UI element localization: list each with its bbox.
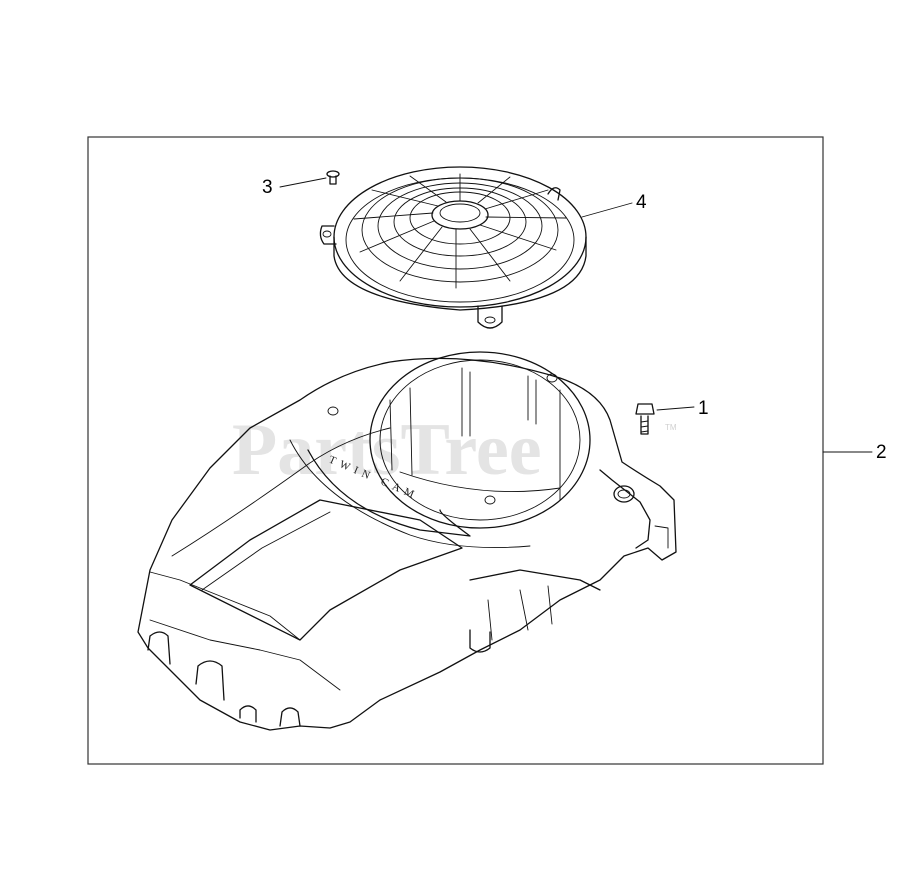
- watermark-tm: TM: [665, 423, 677, 432]
- callout-3: 3: [262, 177, 273, 198]
- callout-2: 2: [876, 442, 887, 463]
- part-1-bolt: [635, 403, 655, 435]
- leader-lines: [279, 177, 873, 453]
- part-2-blower-housing: [137, 351, 677, 731]
- part-3-screw: [326, 170, 340, 185]
- watermark: PartsTree: [232, 409, 542, 491]
- grille-ribs: [353, 173, 567, 289]
- callout-1: 1: [698, 398, 709, 419]
- diagram-frame: [87, 136, 824, 765]
- callout-4: 4: [636, 192, 647, 213]
- part-4-grille: [319, 166, 587, 329]
